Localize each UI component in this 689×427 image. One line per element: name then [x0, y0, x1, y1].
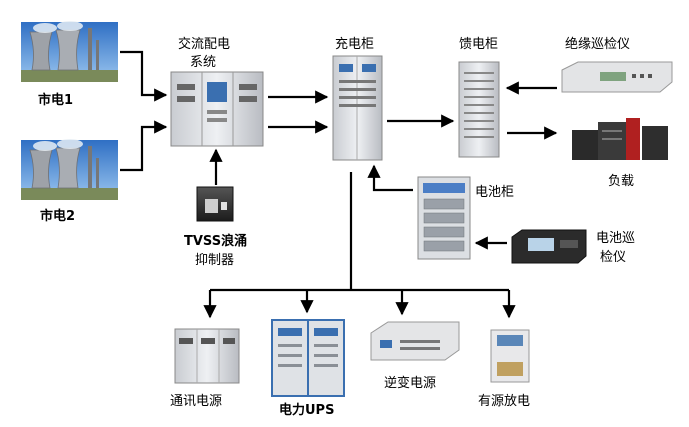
ac-distribution-cabinet-icon: [170, 71, 264, 147]
discharge-unit-icon: [490, 329, 530, 383]
load-label: 负载: [608, 174, 634, 189]
battery-monitor-label-line1: 电池巡: [596, 231, 635, 246]
battery-monitor-device-icon: [511, 229, 587, 264]
mains2-power-plant-icon: [21, 139, 118, 200]
server-racks-icon: [572, 118, 668, 160]
inverter-rack-icon: [370, 321, 460, 361]
feeder-label: 馈电柜: [459, 37, 498, 52]
charger-label: 充电柜: [335, 36, 374, 52]
comm-power-label: 通讯电源: [170, 394, 222, 409]
battery-cabinet-label: 电池柜: [475, 185, 514, 200]
feeder-cabinet-icon: [458, 61, 500, 158]
battery-monitor-label-line2: 检仪: [600, 250, 626, 265]
insulation-monitor-device-icon: [561, 61, 673, 93]
surge-suppressor-icon: [196, 186, 234, 222]
charger-cabinet-icon: [332, 55, 383, 161]
ac-panel-label-line2: 系统: [190, 55, 216, 70]
inverter-label: 逆变电源: [384, 375, 436, 391]
telecom-cabinet-icon: [174, 328, 240, 384]
battery-cabinet-icon: [417, 176, 471, 260]
mains1-power-plant-icon: [21, 21, 118, 82]
ups-cabinet-icon: [271, 319, 345, 397]
tvss-label-line2: 抑制器: [195, 253, 234, 268]
connector-lines: [120, 50, 558, 319]
tvss-label-line1: TVSS浪涌: [184, 233, 247, 249]
active-discharge-label: 有源放电: [478, 394, 530, 409]
mains1-label: 市电1: [38, 92, 73, 108]
mains2-label: 市电2: [40, 208, 75, 224]
power-ups-label: 电力UPS: [279, 402, 334, 418]
insulation-monitor-label: 绝缘巡检仪: [565, 36, 630, 52]
ac-panel-label-line1: 交流配电: [178, 36, 230, 52]
